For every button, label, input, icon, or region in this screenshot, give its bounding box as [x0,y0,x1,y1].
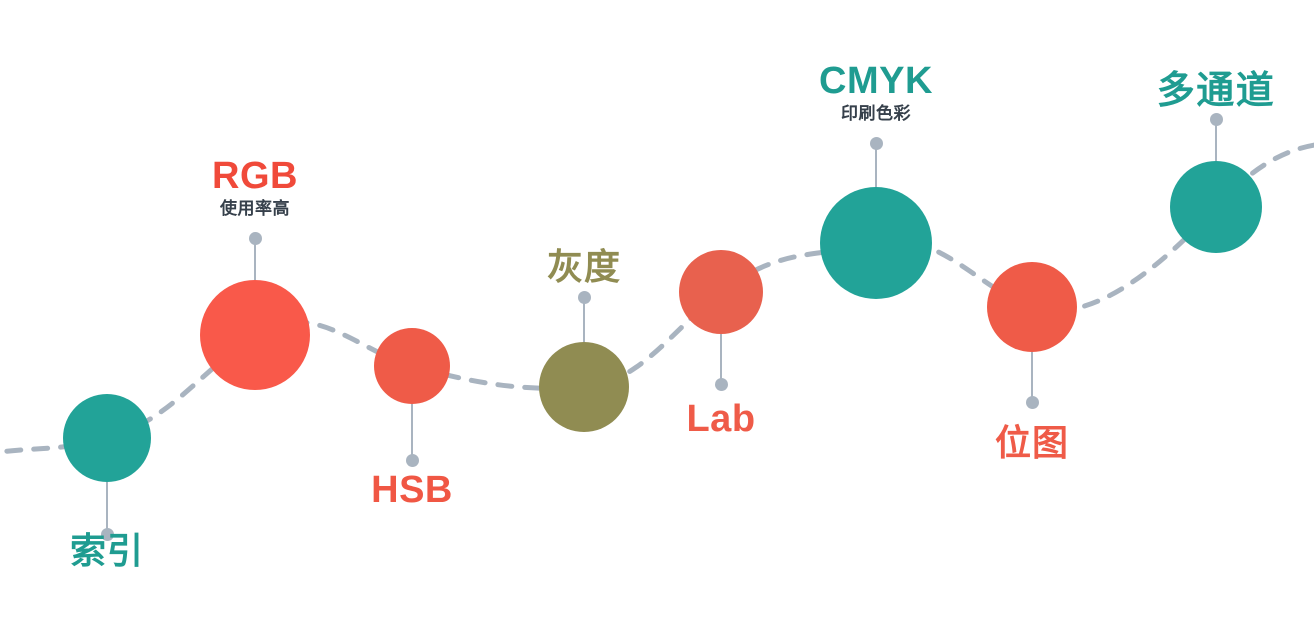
stem-rgb [254,238,256,280]
label-subtitle-rgb: 使用率高 [220,198,290,218]
bubble-bitmap[interactable] [987,262,1077,352]
bubble-cmyk[interactable] [820,187,932,299]
label-title-hsb: HSB [371,469,453,511]
stem-endpoint-dot-cmyk [869,136,883,150]
stem-index [106,482,108,534]
stem-endpoint-dot-rgb [248,231,262,245]
stem-endpoint-dot-index [100,527,114,541]
bubble-lab[interactable] [679,250,763,334]
stem-endpoint-dot-bitmap [1025,395,1039,409]
label-multichannel: 多通道 [1016,70,1314,112]
stem-bitmap [1031,352,1033,402]
bubble-index[interactable] [63,394,151,482]
label-title-grayscale: 灰度 [546,246,621,287]
stem-hsb [411,404,413,460]
stem-endpoint-dot-hsb [405,453,419,467]
label-title-lab: Lab [686,398,756,440]
label-hsb: HSB [212,469,612,511]
label-lab: Lab [521,398,921,440]
bubble-multichannel[interactable] [1170,161,1262,253]
label-title-cmyk: CMYK [819,60,933,102]
label-title-multichannel: 多通道 [1156,70,1276,112]
stem-lab [720,334,722,384]
label-index: 索引 [0,532,307,570]
label-subtitle-cmyk: 印刷色彩 [841,103,911,123]
label-title-bitmap: 位图 [994,422,1069,463]
label-grayscale: 灰度 [384,248,784,286]
label-bitmap: 位图 [832,424,1232,462]
stem-endpoint-dot-lab [714,377,728,391]
bubble-grayscale[interactable] [539,342,629,432]
stem-grayscale [583,297,585,342]
stem-endpoint-dot-grayscale [577,290,591,304]
stem-cmyk [875,143,877,187]
label-title-index: 索引 [69,530,144,571]
stem-multichannel [1215,119,1217,161]
label-title-rgb: RGB [212,155,298,197]
bubble-hsb[interactable] [374,328,450,404]
bubble-rgb[interactable] [200,280,310,390]
stem-endpoint-dot-multichannel [1209,112,1223,126]
